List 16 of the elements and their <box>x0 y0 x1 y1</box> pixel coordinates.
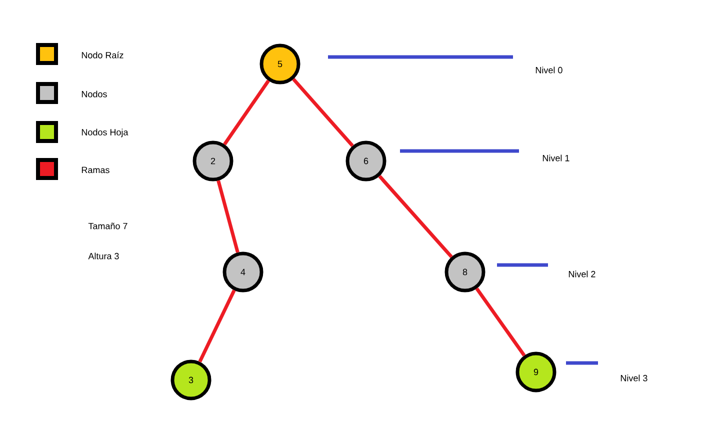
branch-line <box>475 288 526 356</box>
branch-line <box>223 80 270 146</box>
branch-line <box>216 180 240 253</box>
text-label: Nivel 2 <box>568 270 596 278</box>
legend-label: Nodos <box>82 90 107 98</box>
text-label: Tamaño 7 <box>88 222 128 230</box>
branch-line <box>378 174 453 258</box>
text-label: Nivel 3 <box>620 374 648 382</box>
legend-label: Ramas <box>82 166 110 174</box>
legend-label: Nodo Raíz <box>82 52 124 58</box>
branch-line <box>292 78 354 147</box>
branch-line <box>198 289 236 362</box>
legend-label: Nodos Hoja <box>82 128 128 138</box>
text-label: Altura 3 <box>88 252 119 260</box>
text-label: Nivel 0 <box>536 66 562 74</box>
text-label: Nivel 1 <box>542 154 570 162</box>
